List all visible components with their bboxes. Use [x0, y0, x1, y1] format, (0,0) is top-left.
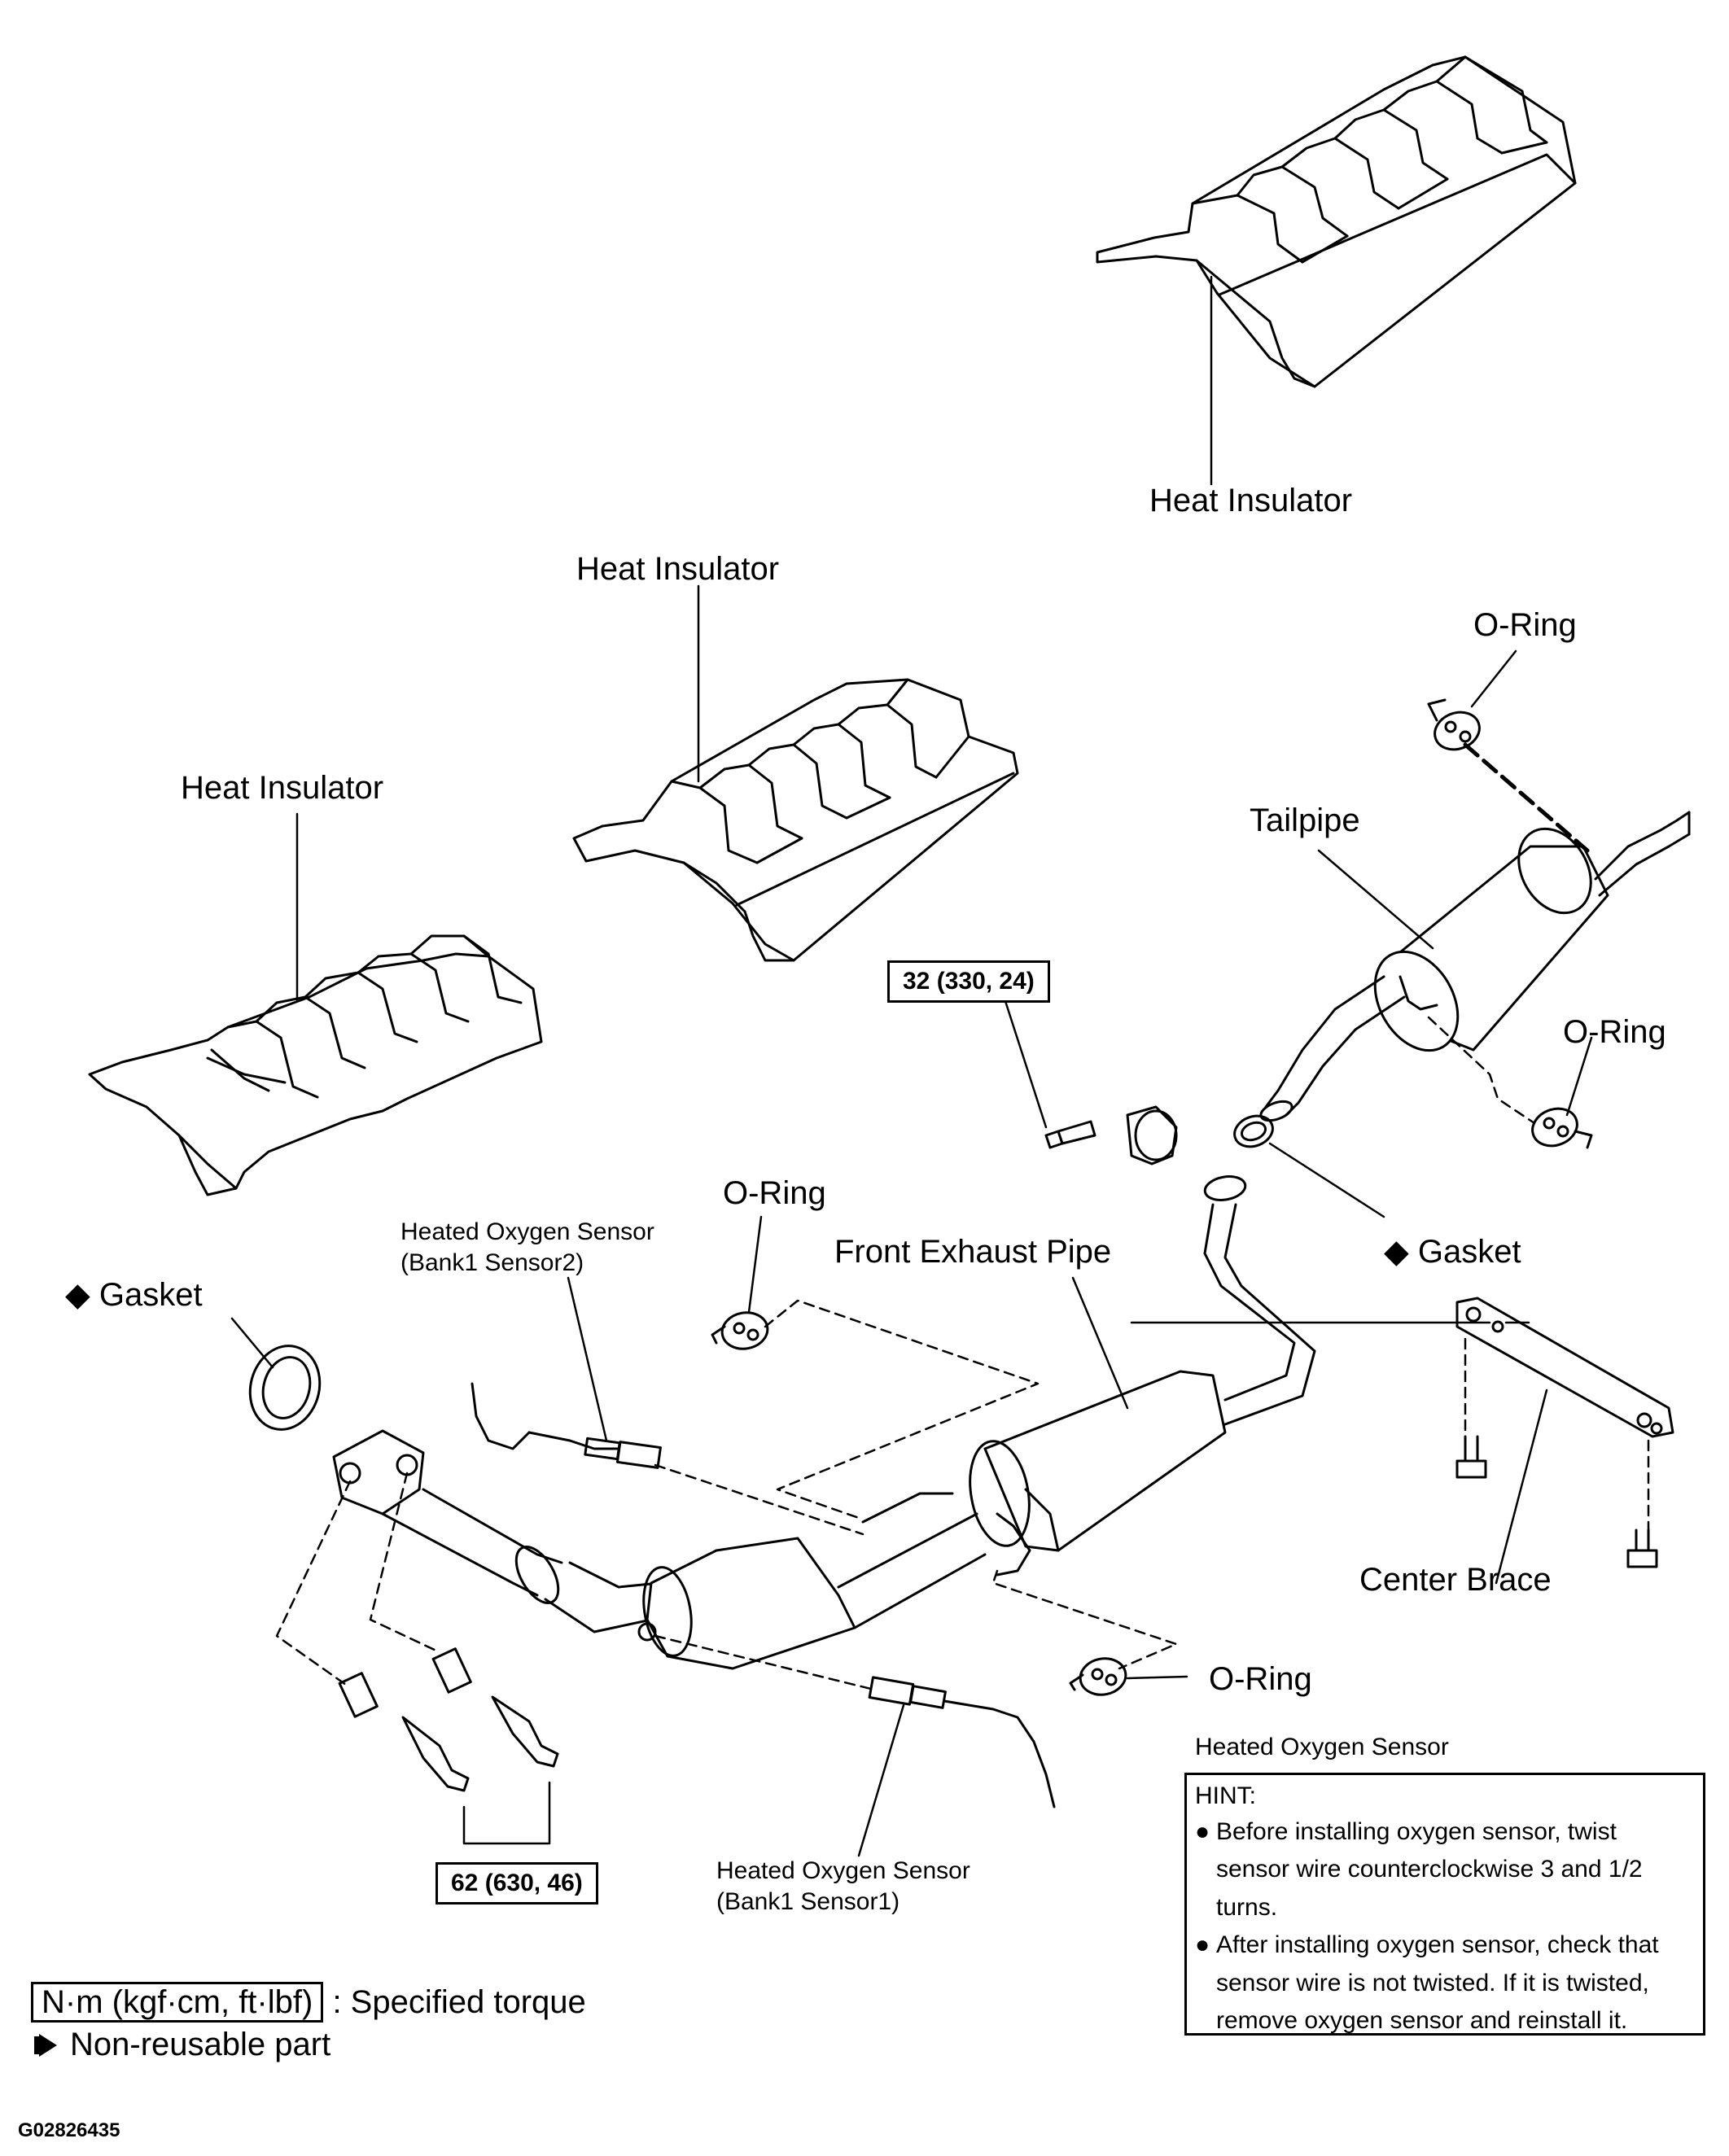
label-gasket-left-group: ◆ Gasket [65, 1276, 203, 1314]
label-hos-bank1-sensor1-line2: (Bank1 Sensor1) [716, 1888, 900, 1916]
figure-id: G02826435 [18, 2119, 120, 2141]
bullet-icon: ● [1195, 1931, 1210, 1958]
heat-insulator-front-part [88, 934, 543, 1196]
hint-item: ● Before installing oxygen sensor, twist… [1195, 1813, 1695, 1927]
legend-torque-text: : Specified torque [332, 1984, 586, 2020]
hint-item: ● After installing oxygen sensor, check … [1195, 1926, 1695, 2040]
non-reusable-part-icon [33, 2034, 57, 2057]
hint-item-text: Before installing oxygen sensor, twist s… [1216, 1817, 1643, 1921]
o-ring-tailpipe-part [1531, 1107, 1593, 1149]
label-hos-bank1-sensor1: Heated Oxygen Sensor (Bank1 Sensor1) [716, 1856, 970, 1918]
label-o-ring-tailpipe: O-Ring [1563, 1014, 1666, 1050]
label-hos-bank1-sensor1-line1: Heated Oxygen Sensor [716, 1857, 970, 1884]
hint-title: Heated Oxygen Sensor [1195, 1734, 1449, 1760]
center-brace-part [1455, 1297, 1674, 1568]
torque-clamp-bolt: 32 (330, 24) [887, 960, 1050, 1003]
o-ring-mid-part [711, 1311, 769, 1350]
label-heat-insulator-front: Heat Insulator [181, 770, 384, 806]
heat-insulator-rear-part [1096, 55, 1577, 388]
label-heat-insulator-rear: Heat Insulator [1149, 483, 1353, 518]
leader-lines [230, 275, 1593, 1857]
hint-box: HINT: ● Before installing oxygen sensor,… [1184, 1773, 1705, 2036]
legend-nonreusable: Non-reusable part [31, 2027, 330, 2063]
o-ring-top-part [1427, 698, 1481, 751]
label-hos-bank1-sensor2-line2: (Bank1 Sensor2) [401, 1249, 584, 1277]
legend-nonreusable-text: Non-reusable part [70, 2027, 331, 2062]
gasket-left-part [248, 1345, 322, 1431]
label-o-ring-bottom: O-Ring [1209, 1661, 1312, 1697]
hint-heading: HINT: [1195, 1782, 1256, 1809]
label-heat-insulator-center: Heat Insulator [576, 551, 780, 587]
hint-item-text: After installing oxygen sensor, check th… [1216, 1931, 1659, 2034]
oxygen-sensor-bank1-sensor1-part [868, 1676, 1056, 1808]
label-gasket-left: Gasket [98, 1277, 203, 1313]
label-hos-bank1-sensor2-line1: Heated Oxygen Sensor [401, 1218, 654, 1245]
oxygen-sensor-bank1-sensor2-part [471, 1382, 662, 1469]
clamp-part [1044, 1105, 1178, 1165]
label-tailpipe: Tailpipe [1250, 802, 1360, 838]
front-exhaust-pipe-part [332, 1175, 1316, 1670]
dashed-assembly-lines [275, 742, 1650, 1690]
tailpipe-part [1259, 811, 1691, 1122]
label-o-ring-mid: O-Ring [723, 1175, 826, 1211]
flange-nut-right-part [491, 1695, 559, 1768]
torque-flange-nut: 62 (630, 46) [436, 1862, 598, 1905]
o-ring-bottom-part [1069, 1657, 1127, 1696]
flange-stud-left-part [338, 1672, 379, 1718]
bullet-icon: ● [1195, 1817, 1210, 1845]
gasket-diamond-icon: ◆ [1384, 1234, 1409, 1270]
flange-nut-left-part [401, 1716, 470, 1792]
legend-torque: N·m (kgf·cm, ft·lbf) : Specified torque [31, 1982, 586, 2023]
gasket-right-part [1233, 1114, 1274, 1148]
label-o-ring-top: O-Ring [1473, 607, 1577, 643]
label-gasket-right: Gasket [1417, 1234, 1521, 1270]
label-hos-bank1-sensor2: Heated Oxygen Sensor (Bank1 Sensor2) [401, 1217, 654, 1279]
label-center-brace: Center Brace [1359, 1562, 1552, 1598]
flange-stud-right-part [431, 1647, 472, 1694]
label-front-exhaust-pipe: Front Exhaust Pipe [834, 1234, 1112, 1270]
label-gasket-right-group: ◆ Gasket [1384, 1233, 1521, 1270]
gasket-diamond-icon: ◆ [65, 1277, 90, 1313]
legend-torque-unit: N·m (kgf·cm, ft·lbf) [31, 1982, 324, 2023]
heat-insulator-center-part [572, 678, 1019, 962]
